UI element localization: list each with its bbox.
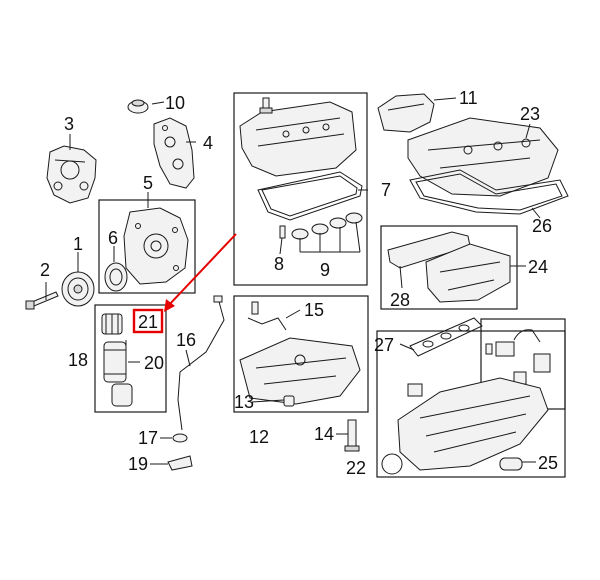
oil-pan-part-12: [239, 337, 361, 405]
callout-28: 28: [390, 290, 410, 310]
callout-21: 21: [138, 312, 158, 332]
gasket-part-26: [409, 169, 569, 215]
callout-11: 11: [459, 88, 478, 108]
drain-plug-part-13: [283, 395, 295, 407]
callout-22: 22: [346, 458, 366, 478]
intake-gasket-part-27: [409, 317, 483, 357]
callout-7: 7: [381, 180, 391, 200]
leader-lines: [45, 97, 541, 465]
oil-filler-cap-part: [127, 99, 149, 114]
crank-seal-part: [104, 262, 128, 292]
callout-10: 10: [165, 93, 185, 113]
callout-17: 17: [138, 428, 158, 448]
gasket-part-25: [499, 457, 523, 471]
pcv-valve-part: [259, 97, 273, 114]
callout-1: 1: [73, 234, 83, 254]
callout-14: 14: [314, 424, 334, 444]
highlight-box-21: [132, 308, 164, 334]
callout-27: 27: [374, 335, 394, 355]
callout-3: 3: [64, 114, 74, 134]
damper-bolt-part: [25, 291, 59, 310]
bolt-part-8: [279, 225, 286, 239]
callout-19: 19: [128, 454, 148, 474]
valve-cover-gasket-part: [257, 171, 363, 221]
group-box-oil-pan: [233, 295, 369, 413]
oil-filter-element-part-20: [103, 341, 127, 383]
timing-cover-part: [123, 207, 189, 285]
spark-plug-seals-part: [291, 212, 363, 240]
callout-6: 6: [108, 228, 118, 248]
callout-25: 25: [538, 453, 558, 473]
callout-15: 15: [304, 300, 324, 320]
callout-16: 16: [176, 330, 196, 350]
callout-13: 13: [234, 392, 254, 412]
callout-26: 26: [532, 216, 552, 236]
dipstick-tube-part-16: [177, 295, 225, 431]
callout-12: 12: [249, 427, 269, 447]
callout-24: 24: [528, 257, 548, 277]
crank-damper-part: [61, 271, 95, 307]
group-box-oil-filter: [94, 304, 167, 413]
lower-pan-part-24: [425, 243, 511, 303]
oil-pickup-tube-part-15: [247, 301, 287, 331]
group-box-valve-cover: [233, 92, 368, 286]
group-box-lower-pan: [380, 225, 518, 310]
pcv-hose-part: [485, 329, 551, 385]
sensor-part-14: [344, 419, 360, 452]
callout-18: 18: [68, 350, 88, 370]
cover-gasket-part: [153, 117, 195, 189]
valve-cover-part: [239, 101, 357, 177]
front-cover-part: [46, 145, 97, 204]
oil-filter-cap-part-21: [101, 313, 123, 335]
callout-20: 20: [144, 353, 164, 373]
seal-part-17: [172, 433, 188, 443]
highlight-arrow: [164, 233, 237, 312]
callout-23: 23: [520, 104, 540, 124]
group-box-timing-cover: [98, 199, 196, 294]
intake-manifold-part-22: [381, 377, 549, 475]
oil-filter-housing-part: [111, 383, 133, 407]
cover-part-11: [377, 93, 435, 133]
callout-9: 9: [320, 260, 330, 280]
callout-2: 2: [40, 260, 50, 280]
callout-5: 5: [143, 173, 153, 193]
callout-8: 8: [274, 254, 284, 274]
callout-4: 4: [203, 133, 213, 153]
dipstick-handle-part-19: [167, 455, 193, 471]
